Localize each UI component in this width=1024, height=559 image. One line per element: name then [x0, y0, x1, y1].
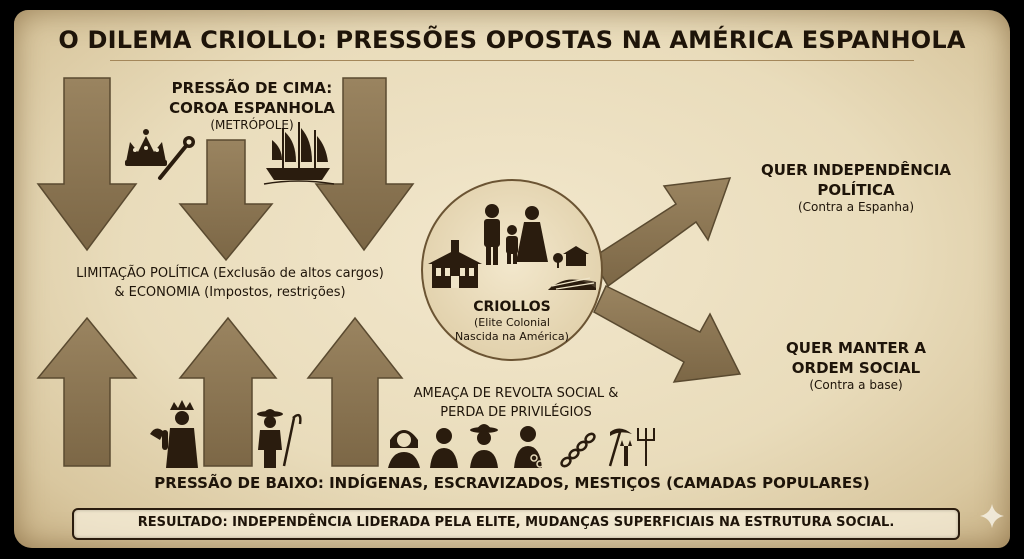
goal-independence-line1: QUER INDEPENDÊNCIA	[760, 161, 952, 179]
threat-label: AMEAÇA DE REVOLTA SOCIAL & PERDA DE PRIV…	[380, 384, 652, 422]
goal-independence-line3: (Contra a Espanha)	[797, 200, 915, 214]
top-pressure-line3: (METRÓPOLE)	[210, 118, 294, 132]
farm-icon	[548, 246, 596, 290]
worker-scythe-icon	[257, 409, 302, 468]
family-icon	[484, 204, 548, 265]
up-arrow-3	[306, 316, 404, 467]
goal-order-line2: ORDEM SOCIAL	[791, 359, 921, 377]
down-arrow-3	[314, 77, 415, 252]
limitation-line1: LIMITAÇÃO POLÍTICA (Exclusão de altos ca…	[76, 266, 384, 281]
top-pressure-line2: COROA ESPANHOLA	[169, 99, 335, 117]
page-title: O DILEMA CRIOLLO: PRESSÕES OPOSTAS NA AM…	[58, 26, 966, 54]
threat-line2: PERDA DE PRIVILÉGIOS	[440, 405, 592, 420]
goal-order-line3: (Contra a base)	[809, 378, 903, 392]
criollos-circle	[421, 179, 603, 361]
goal-social-order: QUER MANTER A ORDEM SOCIAL (Contra a bas…	[716, 338, 996, 393]
arrow-to-social-order	[593, 284, 742, 383]
sparkle-icon	[980, 504, 1004, 528]
down-arrow-1	[36, 77, 138, 252]
bottom-pressure-label: PRESSÃO DE BAIXO: INDÍGENAS, ESCRAVIZADO…	[154, 474, 870, 492]
arrow-to-independence	[590, 177, 732, 288]
threat-line1: AMEAÇA DE REVOLTA SOCIAL &	[413, 386, 619, 401]
goal-independence-line2: POLÍTICA	[817, 181, 895, 199]
result-box: RESULTADO: INDEPENDÊNCIA LIDERADA PELA E…	[72, 508, 960, 540]
criollos-label: CRIOLLOS (Elite Colonial Nascida na Amér…	[426, 298, 598, 344]
hat-man-icon	[470, 424, 498, 468]
down-arrow-2	[178, 139, 274, 262]
limitation-line2: & ECONOMIA (Impostos, restrições)	[114, 285, 346, 300]
indigenous-figure-icon	[150, 400, 198, 468]
criollos-line1: (Elite Colonial	[474, 316, 550, 329]
limitation-label: LIMITAÇÃO POLÍTICA (Exclusão de altos ca…	[40, 264, 420, 302]
up-arrow-1	[36, 316, 138, 467]
scepter-icon	[158, 136, 195, 180]
crown-icon	[125, 129, 167, 166]
criollos-line2: Nascida na América)	[455, 330, 569, 343]
result-text: RESULTADO: INDEPENDÊNCIA LIDERADA PELA E…	[137, 515, 895, 530]
criollos-title: CRIOLLOS	[473, 299, 551, 315]
goal-independence: QUER INDEPENDÊNCIA POLÍTICA (Contra a Es…	[716, 160, 996, 215]
pitchfork-icon	[637, 428, 655, 466]
man-icon	[430, 428, 458, 468]
woman-icon	[388, 430, 420, 468]
title-divider	[110, 60, 914, 61]
top-pressure-line1: PRESSÃO DE CIMA:	[171, 79, 333, 97]
church-icon	[428, 240, 482, 288]
chained-man-icon	[514, 426, 544, 468]
up-arrow-2	[178, 316, 278, 467]
goal-order-line1: QUER MANTER A	[786, 339, 926, 357]
tools-icon	[608, 428, 632, 467]
top-pressure-label: PRESSÃO DE CIMA: COROA ESPANHOLA (METRÓP…	[112, 78, 392, 133]
chain-icon	[560, 432, 596, 468]
ship-icon	[263, 122, 335, 185]
